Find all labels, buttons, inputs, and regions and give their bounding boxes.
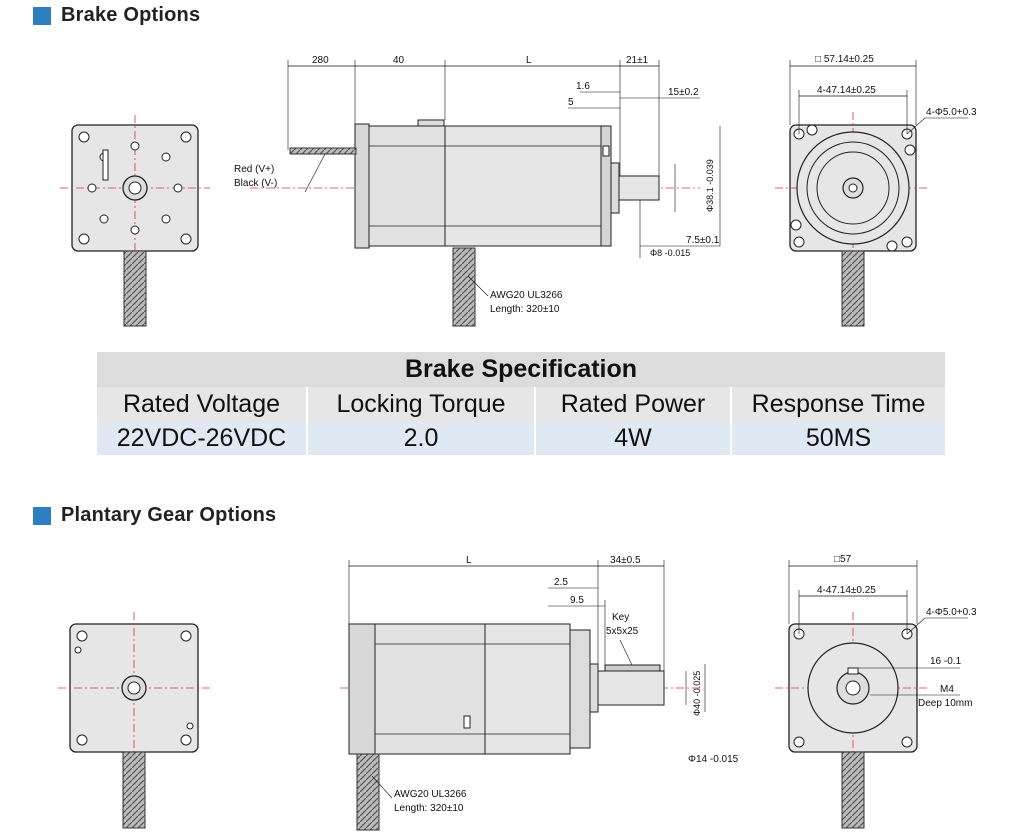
spec-header-row: Rated Voltage Locking Torque Rated Power…	[97, 387, 946, 422]
gear-front-view	[775, 560, 968, 829]
gear-dim-9-5: 9.5	[570, 595, 584, 606]
spec-value: 50MS	[731, 422, 946, 455]
spec-header: Locking Torque	[307, 387, 536, 422]
spec-value: 2.0	[307, 422, 536, 455]
gear-dim-16: 16 -0.1	[930, 656, 962, 667]
brake-pitch-dim: 4-47.14±0.25	[817, 85, 876, 96]
dim-38-1: Φ38.1 -0.039	[705, 159, 715, 212]
brake-spec-table: Brake Specification Rated Voltage Lockin…	[97, 352, 946, 455]
dim-15: 15±0.2	[668, 87, 699, 98]
gear-dim-40: Φ40 -0.025	[692, 671, 702, 716]
brake-options-title: Brake Options	[61, 4, 201, 26]
gear-side-view	[340, 560, 706, 831]
gear-length-label: Length: 320±10	[394, 803, 464, 814]
gear-pitch-dim: 4-47.14±0.25	[817, 585, 876, 596]
gear-options-title: Plantary Gear Options	[61, 504, 277, 526]
gear-options-heading: Plantary Gear Options	[33, 504, 276, 527]
brake-awg-label: AWG20 UL3266	[490, 290, 563, 301]
wire-red-label: Red (V+)	[234, 164, 274, 175]
key-size-label: 5x5x25	[606, 626, 639, 637]
dim-L: L	[526, 55, 532, 66]
spec-header: Response Time	[731, 387, 946, 422]
brake-front-view	[775, 60, 968, 327]
brake-length-label: Length: 320±10	[490, 304, 560, 315]
spec-title: Brake Specification	[97, 352, 946, 387]
spec-header: Rated Power	[535, 387, 732, 422]
brake-options-heading: Brake Options	[33, 4, 200, 27]
dim-7-5: 7.5±0.1	[686, 235, 720, 246]
wire-black-label: Black (V-)	[234, 178, 277, 189]
dim-8: Φ8 -0.015	[650, 248, 690, 258]
dim-1-6: 1.6	[576, 81, 590, 92]
dim-40: 40	[393, 55, 405, 66]
dim-21: 21±1	[626, 55, 649, 66]
gear-square-dim: □57	[834, 554, 852, 565]
section-marker	[33, 506, 51, 525]
gear-dim-34: 34±0.5	[610, 555, 641, 566]
spec-header: Rated Voltage	[97, 387, 308, 422]
brake-side-view	[250, 60, 721, 327]
gear-deep-label: Deep 10mm	[918, 698, 972, 709]
brake-holes-dim: 4-Φ5.0+0.3	[926, 107, 977, 118]
gear-rear-view	[58, 612, 212, 829]
spec-value-row: 22VDC-26VDC 2.0 4W 50MS	[97, 422, 946, 455]
gear-holes-dim: 4-Φ5.0+0.3	[926, 607, 977, 618]
spec-value: 22VDC-26VDC	[97, 422, 308, 455]
spec-title-row: Brake Specification	[97, 352, 946, 387]
key-label: Key	[612, 612, 629, 623]
brake-square-dim: □ 57.14±0.25	[815, 54, 874, 65]
dim-280: 280	[312, 55, 329, 66]
spec-value: 4W	[535, 422, 732, 455]
section-marker	[33, 6, 51, 25]
brake-rear-view	[60, 115, 210, 327]
dim-5: 5	[568, 97, 574, 108]
gear-dim-L: L	[466, 555, 472, 566]
gear-m4-label: M4	[940, 684, 954, 695]
gear-dim-14: Φ14 -0.015	[688, 754, 739, 765]
gear-awg-label: AWG20 UL3266	[394, 789, 467, 800]
gear-dim-2-5: 2.5	[554, 577, 568, 588]
